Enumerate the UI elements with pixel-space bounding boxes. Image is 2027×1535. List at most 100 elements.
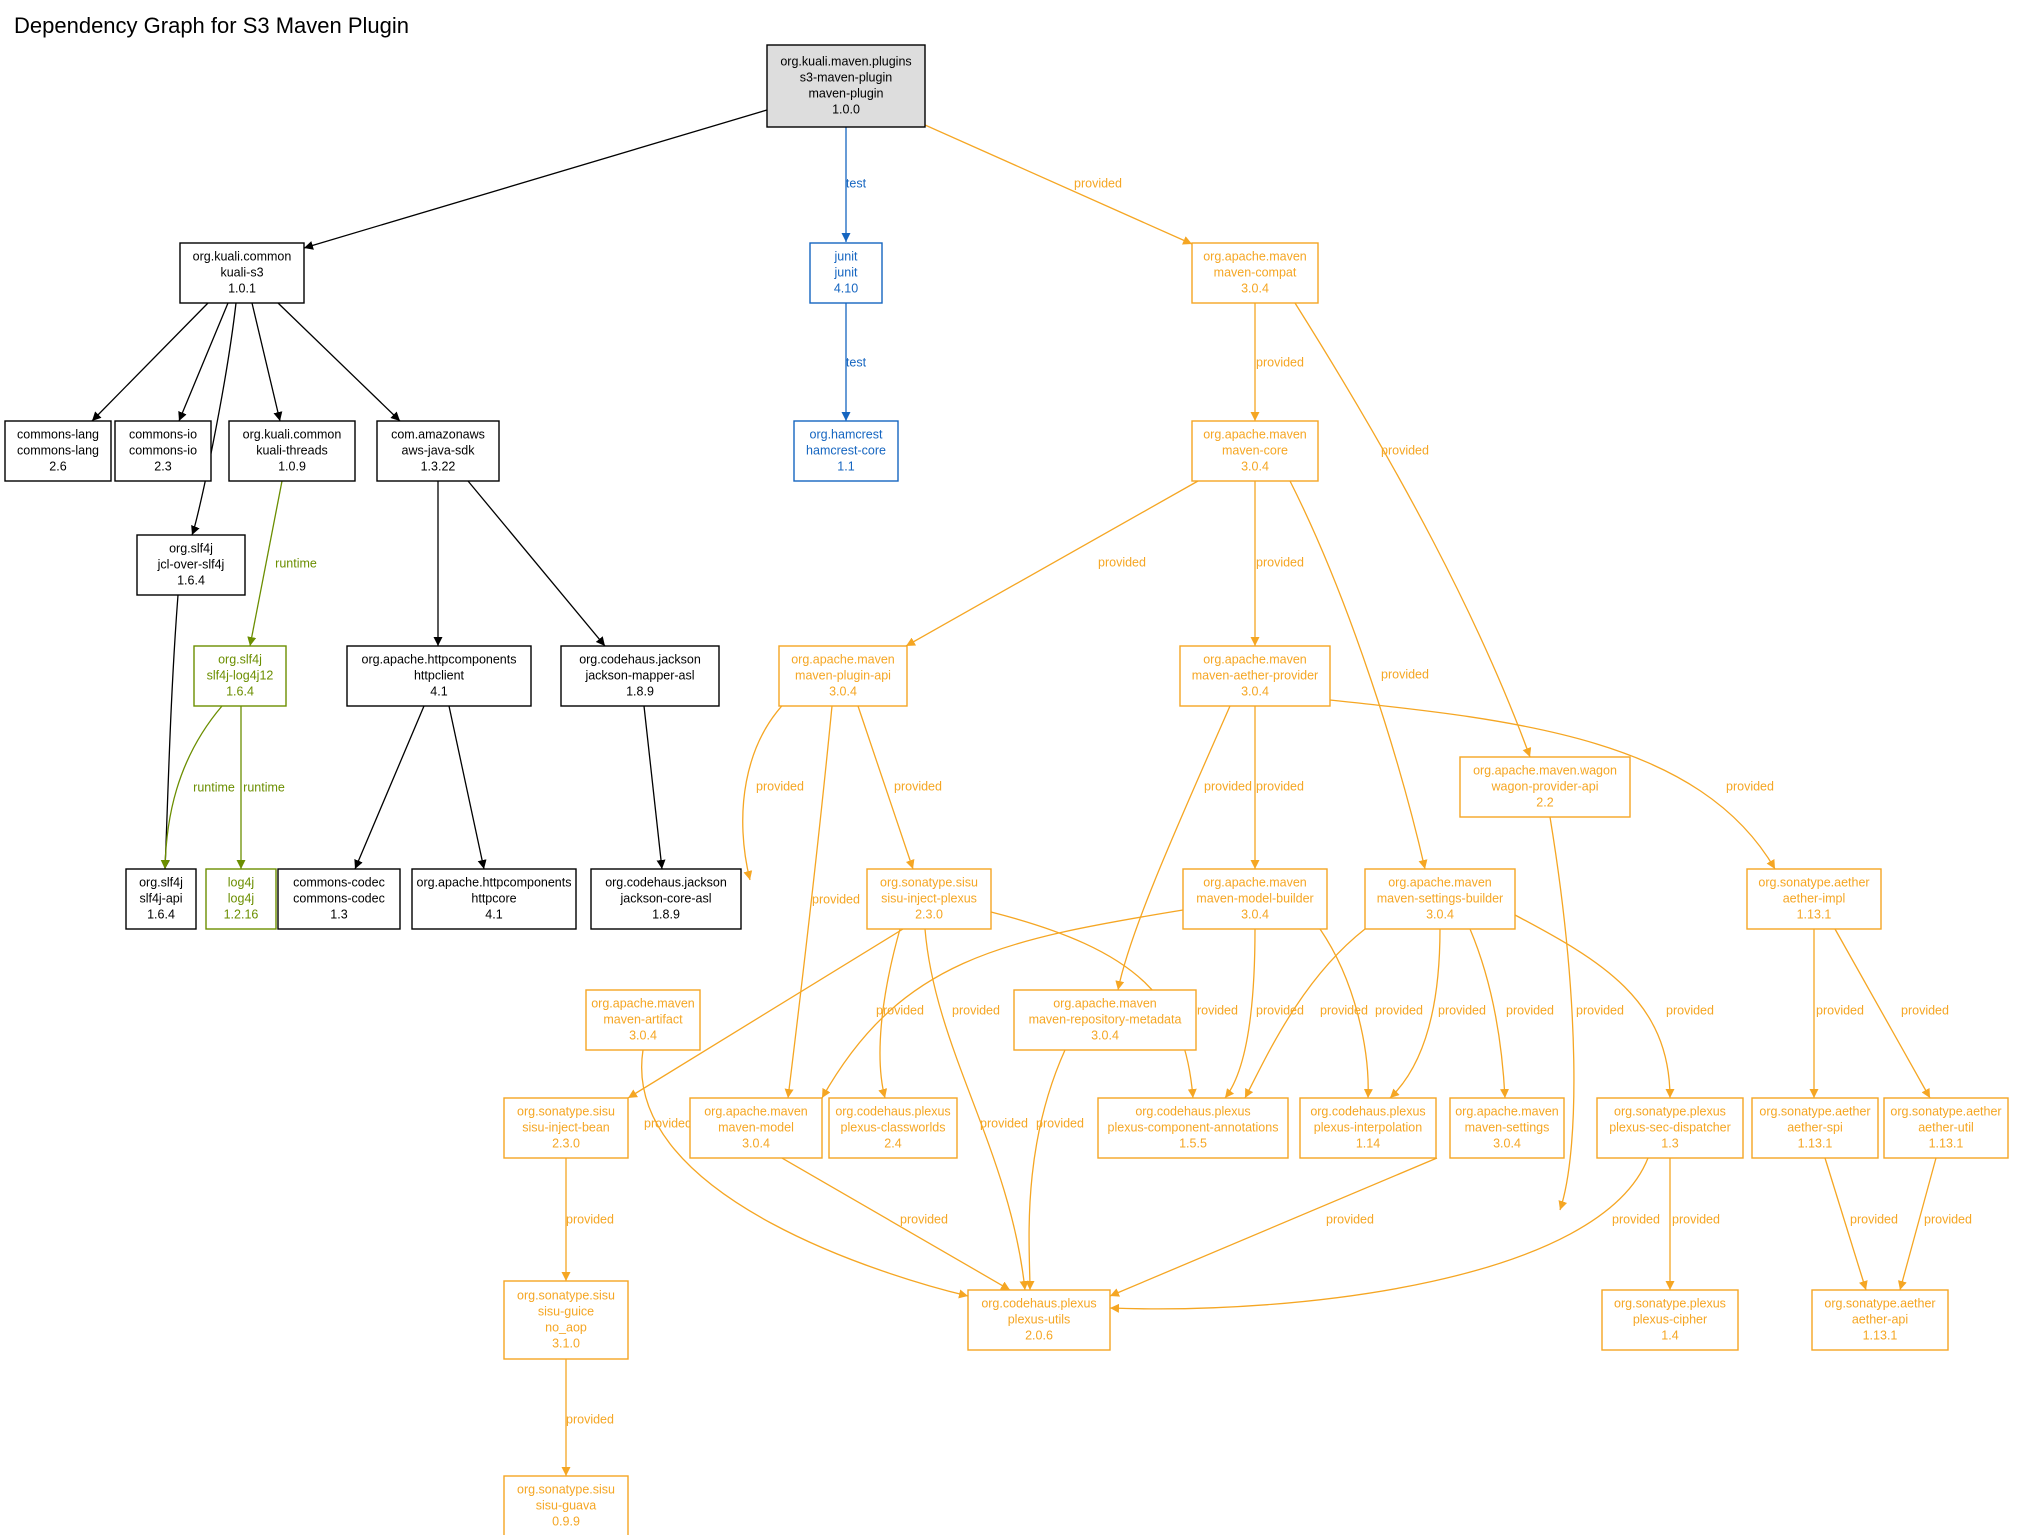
node-line: 1.13.1 bbox=[1798, 1136, 1833, 1150]
node-box bbox=[1364, 868, 1516, 930]
edge-maven-plugin-api-to-maven-artifact: provided bbox=[742, 691, 804, 881]
node-box bbox=[503, 1097, 629, 1159]
node-line: org.sonatype.plexus bbox=[1614, 1104, 1726, 1118]
node-box bbox=[1751, 1097, 1879, 1159]
node-line: 2.0.6 bbox=[1025, 1328, 1053, 1342]
node-line: org.apache.maven bbox=[1455, 1104, 1559, 1118]
node-line: maven-model bbox=[718, 1120, 794, 1134]
edge-sisu-inject-plexus-to-plexus-utils: provided bbox=[924, 928, 1029, 1291]
edge-root-to-kuali-s3 bbox=[303, 109, 768, 250]
node-maven-settings-builder[interactable]: org.apache.mavenmaven-settings-builder3.… bbox=[1364, 868, 1516, 930]
node-line: maven-plugin-api bbox=[795, 668, 891, 682]
edge-line bbox=[1294, 302, 1532, 758]
node-maven-model[interactable]: org.apache.maven maven-model 3.0.4 bbox=[689, 1097, 823, 1159]
edge-line bbox=[160, 705, 223, 870]
node-line: org.apache.maven bbox=[704, 1104, 808, 1118]
edge-maven-plugin-api-to-sisu-inject-plexus: provided bbox=[857, 705, 942, 870]
node-maven-aether-provider[interactable]: org.apache.mavenmaven-aether-provider3.0… bbox=[1179, 645, 1331, 707]
node-wagon-provider-api[interactable]: org.apache.maven.wagonwagon-provider-api… bbox=[1459, 756, 1631, 818]
node-plexus-component-annotations[interactable]: org.codehaus.plexusplexus-component-anno… bbox=[1097, 1097, 1289, 1159]
node-line: plexus-classworlds bbox=[841, 1120, 946, 1134]
edge-line bbox=[467, 480, 606, 647]
node-plexus-sec-dispatcher[interactable]: org.sonatype.plexusplexus-sec-dispatcher… bbox=[1596, 1097, 1744, 1159]
edge-label: provided bbox=[1256, 355, 1304, 369]
node-maven-repository-metadata[interactable]: org.apache.mavenmaven-repository-metadat… bbox=[1013, 989, 1197, 1051]
edge-maven-settings-to-plexus-utils: provided bbox=[1109, 1157, 1438, 1297]
node-box bbox=[1179, 645, 1331, 707]
node-line: 3.0.4 bbox=[742, 1136, 770, 1150]
edge-maven-core-to-maven-aether-provider: provided bbox=[1250, 481, 1304, 646]
edge-label: provided bbox=[1506, 1003, 1554, 1017]
node-line: commons-codec bbox=[293, 891, 385, 905]
edge-label: provided bbox=[1036, 1116, 1084, 1130]
node-line: 1.0.1 bbox=[228, 281, 256, 295]
edge-line bbox=[448, 705, 487, 870]
node-line: sisu-inject-plexus bbox=[881, 891, 977, 905]
edge-aether-util-to-aether-api: provided bbox=[1898, 1157, 1972, 1291]
node-line: httpclient bbox=[414, 668, 465, 682]
edge-line bbox=[1834, 928, 1931, 1099]
edge-maven-model-builder-to-maven-model: provided bbox=[821, 909, 1184, 1099]
node-line: 0.9.9 bbox=[552, 1514, 580, 1528]
node-root[interactable]: org.kuali.maven.pluginss3-maven-pluginma… bbox=[766, 44, 926, 128]
node-plexus-interpolation[interactable]: org.codehaus.plexusplexus-interpolation1… bbox=[1299, 1097, 1437, 1159]
edge-line bbox=[1469, 928, 1510, 1099]
edge-line bbox=[303, 109, 768, 250]
node-box bbox=[125, 868, 197, 930]
node-jackson-core-asl[interactable]: org.codehaus.jacksonjackson-core-asl1.8.… bbox=[590, 868, 742, 930]
edge-label: runtime bbox=[275, 556, 317, 570]
node-jackson-mapper-asl[interactable]: org.codehaus.jacksonjackson-mapper-asl1.… bbox=[560, 645, 720, 707]
edge-maven-model-to-plexus-utils: provided bbox=[781, 1157, 1011, 1291]
edge-label: provided bbox=[1204, 779, 1252, 793]
node-line: s3-maven-plugin bbox=[800, 70, 892, 84]
edge-aws-java-sdk-to-jackson-mapper-asl bbox=[467, 480, 606, 647]
node-box bbox=[585, 989, 701, 1051]
edge-sisu-inject-plexus-to-sisu-inject-bean bbox=[627, 928, 904, 1099]
edge-maven-model-builder-to-plexus-component-annotations: provided bbox=[1224, 928, 1304, 1099]
node-box bbox=[376, 420, 500, 482]
node-line: kuali-threads bbox=[256, 443, 328, 457]
edge-root-to-maven-compat: provided bbox=[924, 124, 1193, 245]
node-box bbox=[136, 534, 246, 596]
edge-label: provided bbox=[1381, 443, 1429, 457]
node-line: 4.1 bbox=[485, 907, 502, 921]
edge-line bbox=[784, 705, 833, 1099]
edge-kuali-s3-to-commons-io bbox=[178, 302, 229, 422]
edge-httpclient-to-commons-codec bbox=[354, 705, 425, 870]
node-line: org.slf4j bbox=[218, 652, 262, 666]
node-box bbox=[179, 242, 305, 304]
edge-label: provided bbox=[1816, 1003, 1864, 1017]
edge-label: provided bbox=[1256, 1003, 1304, 1017]
